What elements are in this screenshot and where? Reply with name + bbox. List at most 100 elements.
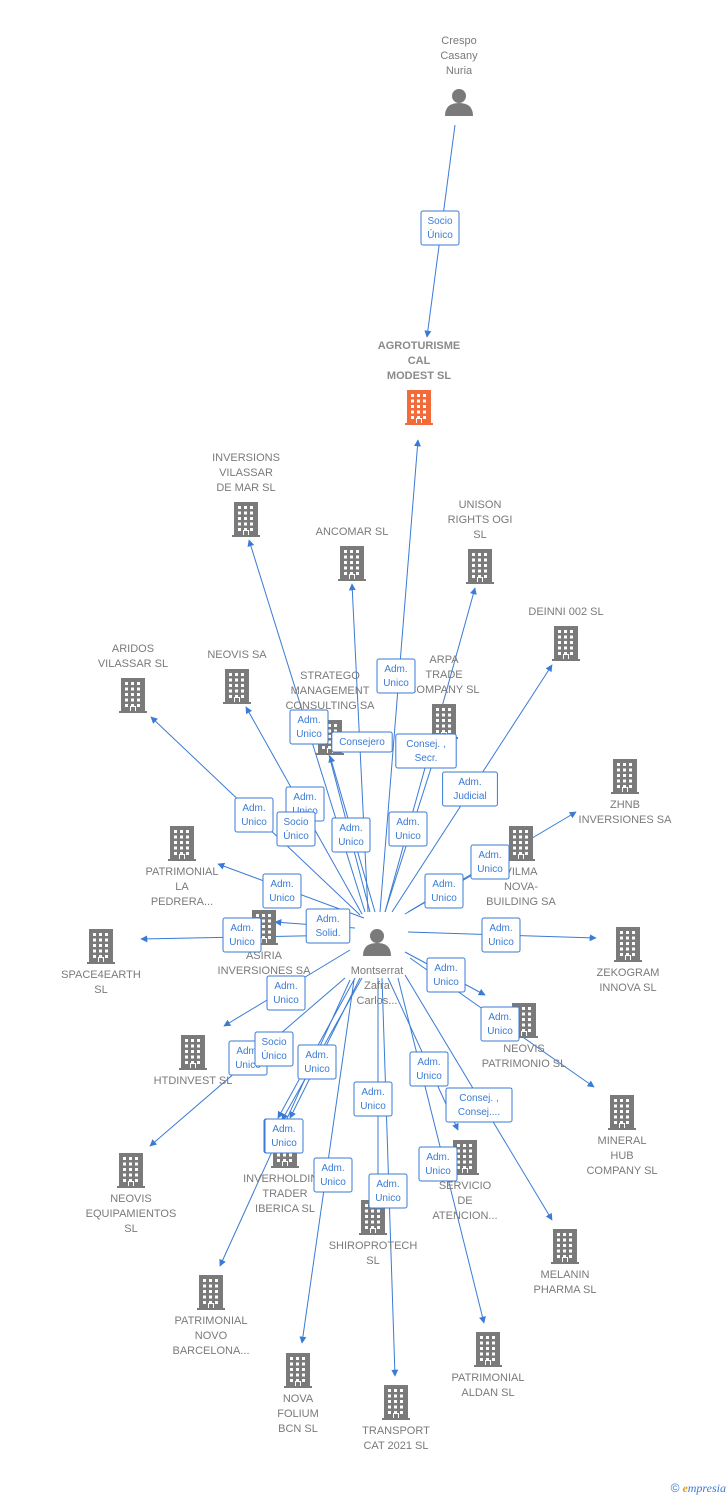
node-label: UNISON (459, 499, 502, 511)
edge-label[interactable]: Adm.Unico (289, 709, 329, 745)
edge-label-box (289, 709, 329, 745)
edge-label[interactable]: Adm.Unico (481, 917, 521, 953)
building-icon (338, 546, 366, 581)
node-neovis[interactable]: NEOVIS SA (207, 649, 267, 704)
edge-label-text: Único (283, 829, 309, 842)
node-label: SL (366, 1255, 379, 1267)
node-montserrat[interactable]: MontserratZafraCarlos... (351, 929, 404, 1007)
edge-label-text: Adm. (272, 1124, 295, 1135)
node-patrimonial_pedrera[interactable]: PATRIMONIALLAPEDRERA... (146, 826, 219, 908)
edge-label[interactable]: Adm.Unico (424, 873, 464, 909)
building-icon (168, 826, 196, 861)
edge-label[interactable]: Adm.Unico (418, 1146, 458, 1182)
empresia-logo[interactable]: ©empresia (671, 1481, 726, 1496)
edge-label[interactable]: Adm.Unico (262, 873, 302, 909)
edge-label-text: Unico (477, 864, 503, 875)
edge-label[interactable]: Adm.Judicial (442, 771, 498, 807)
edge-label-box (331, 731, 393, 753)
node-htdinvest[interactable]: HTDINVEST SL (154, 1035, 233, 1087)
node-label: ATENCION... (432, 1210, 497, 1222)
node-label: DE (457, 1195, 472, 1207)
edge-label[interactable]: Adm.Unico (409, 1051, 449, 1087)
edge-label-box (222, 917, 262, 953)
edge-label[interactable]: Adm.Unico (470, 844, 510, 880)
edge-label-box (395, 733, 457, 769)
node-label: CAL (408, 355, 431, 367)
node-label: ALDAN SL (461, 1387, 514, 1399)
edge-label-box (442, 771, 498, 807)
edge-label[interactable]: Adm.Unico (222, 917, 262, 953)
node-label: MODEST SL (387, 370, 451, 382)
building-icon (382, 1385, 410, 1420)
edge-label-text: Adm. (361, 1087, 384, 1098)
node-unison[interactable]: UNISON RIGHTS OGI SL (448, 499, 513, 584)
building-icon (284, 1353, 312, 1388)
node-label: MINERAL (598, 1135, 647, 1147)
edge-label[interactable]: Adm. Unico (266, 975, 306, 1011)
edge-label[interactable]: Consej. ,Consej.... (445, 1087, 513, 1123)
edge-label-box (262, 873, 302, 909)
edge-label[interactable]: Adm.Unico (313, 1157, 353, 1193)
edge-label-text: Adm. (274, 981, 297, 992)
node-label: COMPANY SL (586, 1165, 657, 1177)
node-label: LA (175, 881, 189, 893)
node-mineral_hub[interactable]: MINERAL HUB COMPANY SL (586, 1095, 658, 1177)
edge-label-box (424, 873, 464, 909)
edge-label[interactable]: Adm.Unico (331, 817, 371, 853)
node-ancomar[interactable]: ANCOMAR SL (316, 526, 389, 581)
edge-label[interactable]: Consej. ,Secr. (395, 733, 457, 769)
node-label: SL (124, 1223, 137, 1235)
node-label: ARIDOS (112, 643, 154, 655)
edge-label[interactable]: Adm.Unico (388, 811, 428, 847)
node-patrimonial_novo[interactable]: PATRIMONIALNOVOBARCELONA... (172, 1275, 250, 1357)
node-deinni[interactable]: DEINNI 002 SL (528, 606, 604, 661)
node-label: Crespo (441, 35, 476, 47)
node-label: RIGHTS OGI (448, 514, 513, 526)
node-label: HUB (610, 1150, 633, 1162)
node-label: MELANIN (541, 1269, 590, 1281)
edge-label[interactable]: Adm.Unico (264, 1118, 304, 1154)
edge-label-text: Adm. (432, 879, 455, 890)
edge-label-box (445, 1087, 513, 1123)
edge-label[interactable]: Adm.Unico (376, 658, 416, 694)
edge-label[interactable]: Adm.Unico (297, 1044, 337, 1080)
edge-label[interactable]: Adm.Unico (368, 1173, 408, 1209)
edge-label-text: Unico (488, 937, 514, 948)
edge-label[interactable]: Consejero (331, 731, 393, 753)
edge-label-box (376, 658, 416, 694)
edge-label[interactable]: Adm.Unico (234, 797, 274, 833)
node-label: SL (473, 529, 486, 541)
edge-label-text: Unico (273, 995, 299, 1006)
node-label: BUILDING SA (486, 896, 556, 908)
node-label: TRADE (425, 669, 462, 681)
edge-label[interactable]: Adm.Unico (480, 1006, 520, 1042)
building-icon (87, 929, 115, 964)
edge-label-text: Adm. (384, 664, 407, 675)
edge-label[interactable]: Adm.Solid. (305, 908, 351, 944)
edge-label[interactable]: Adm.Unico (353, 1081, 393, 1117)
building-icon (223, 669, 251, 704)
node-label: NOVA (283, 1393, 314, 1405)
edge-label[interactable]: Adm.Unico (426, 957, 466, 993)
node-label: CAT 2021 SL (363, 1440, 428, 1452)
